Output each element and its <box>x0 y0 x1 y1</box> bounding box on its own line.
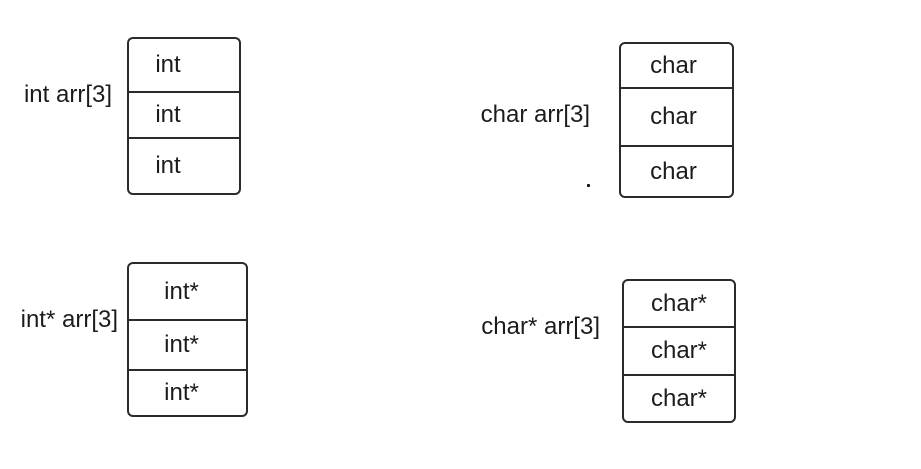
array-cell: int <box>129 39 239 93</box>
array-box-int: int int int <box>127 37 241 195</box>
array-cell: char* <box>624 281 734 328</box>
array-box-char-pointer: char* char* char* <box>622 279 736 423</box>
cell-type-label: int* <box>164 277 199 305</box>
array-box-int-pointer: int* int* int* <box>127 262 248 417</box>
array-cell: char* <box>624 376 734 421</box>
array-label-char: char arr[3] <box>480 101 590 128</box>
cell-type-label: int <box>155 51 181 78</box>
array-cell: char* <box>624 328 734 376</box>
cell-type-label: char <box>650 103 697 130</box>
array-label-int-pointer: int* arr[3] <box>20 306 118 333</box>
array-box-char: char char char <box>619 42 734 198</box>
array-cell: int <box>129 93 239 139</box>
array-cell: int* <box>129 264 246 321</box>
array-label-char-pointer: char* arr[3] <box>481 313 600 340</box>
cell-type-label: int* <box>164 331 199 358</box>
cell-type-label: int <box>155 152 181 179</box>
cell-type-label: char* <box>650 289 708 317</box>
array-cell: char <box>621 147 732 196</box>
stray-dot <box>587 184 590 187</box>
cell-type-label: char <box>650 51 697 79</box>
cell-type-label: int* <box>164 379 199 406</box>
array-cell: int* <box>129 321 246 371</box>
cell-type-label: char <box>650 157 697 185</box>
array-cell: char <box>621 44 732 89</box>
array-label-int: int arr[3] <box>23 81 112 108</box>
array-cell: char <box>621 89 732 147</box>
cell-type-label: char* <box>650 384 708 412</box>
array-cell: int* <box>129 371 246 415</box>
array-cell: int <box>129 139 239 193</box>
cell-type-label: char* <box>650 337 708 364</box>
cell-type-label: int <box>155 101 181 128</box>
